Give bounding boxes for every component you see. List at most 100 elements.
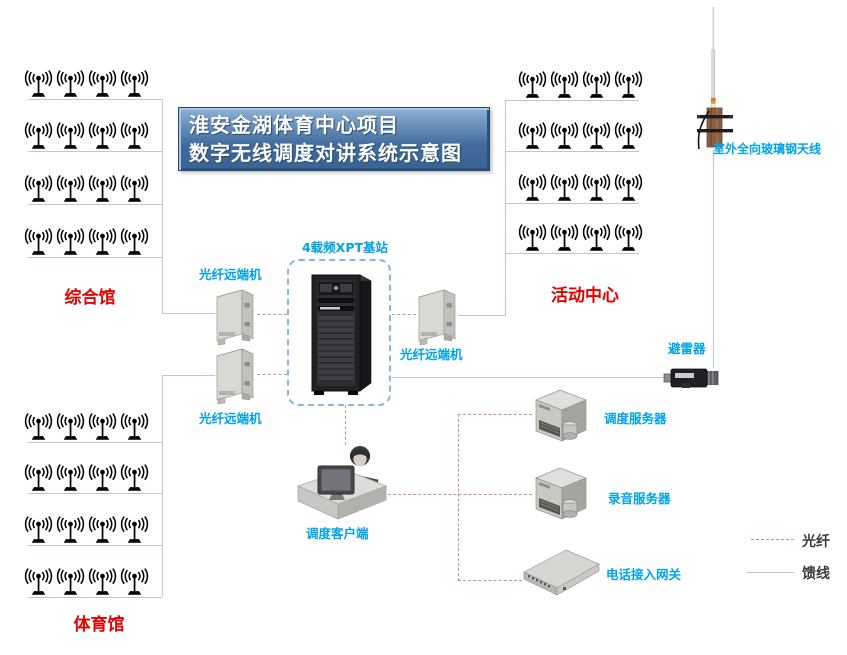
dispatch-client xyxy=(296,442,390,526)
antenna-icon xyxy=(88,413,117,441)
phone-gateway-label: 电话接入网关 xyxy=(606,567,682,582)
title-line-2: 数字无线调度对讲系统示意图 xyxy=(189,141,462,165)
antenna-icon xyxy=(614,122,643,150)
antenna-icon xyxy=(88,228,117,256)
fiber-remote-unit xyxy=(213,284,257,350)
fiber-remote-unit xyxy=(415,284,459,350)
antenna-icon xyxy=(88,464,117,492)
antenna-icon xyxy=(582,174,611,202)
antenna-row xyxy=(517,174,644,203)
dispatch-server xyxy=(530,384,594,446)
antenna-icon xyxy=(120,516,149,544)
antenna-grid-zonghe xyxy=(23,69,153,259)
antenna-row xyxy=(517,122,644,151)
phone-gateway xyxy=(520,546,602,600)
feeder-line xyxy=(505,203,639,204)
antenna-row xyxy=(23,516,150,545)
recording-server xyxy=(530,462,594,524)
antenna-icon xyxy=(614,174,643,202)
fiber-line xyxy=(392,314,416,315)
antenna-icon xyxy=(120,568,149,596)
fiber-line xyxy=(345,405,346,445)
feeder-main xyxy=(392,377,665,378)
fiber-line xyxy=(458,414,459,581)
antenna-icon xyxy=(614,224,643,252)
title-line-1: 淮安金湖体育中心项目 xyxy=(189,113,399,137)
fiber-remote-unit xyxy=(213,343,257,409)
feeder-trunk xyxy=(162,375,163,597)
feeder-line xyxy=(458,315,506,316)
antenna-icon xyxy=(56,122,85,150)
antenna-icon xyxy=(518,71,547,99)
antenna-row xyxy=(23,413,150,442)
antenna-icon xyxy=(56,568,85,596)
antenna-grid-huodong xyxy=(517,69,647,255)
antenna-icon xyxy=(518,224,547,252)
feeder-line xyxy=(162,313,215,314)
server-rack xyxy=(306,270,376,400)
feeder-trunk xyxy=(162,99,163,314)
dispatch-client-label: 调度客户端 xyxy=(306,526,369,541)
antenna-icon xyxy=(56,413,85,441)
antenna-row xyxy=(517,224,644,253)
antenna-icon xyxy=(56,175,85,203)
legend-feeder-label: 馈线 xyxy=(802,566,830,582)
antenna-icon xyxy=(24,122,53,150)
antenna-icon xyxy=(518,174,547,202)
antenna-icon xyxy=(56,464,85,492)
antenna-grid-tiyu xyxy=(23,412,153,599)
fiber-line xyxy=(388,494,532,495)
antenna-icon xyxy=(582,122,611,150)
antenna-icon xyxy=(120,228,149,256)
antenna-row xyxy=(517,71,644,100)
fiber-unit-label-bottom-left: 光纤远端机 xyxy=(199,411,262,426)
antenna-icon xyxy=(550,122,579,150)
base-station-label: 4载频XPT基站 xyxy=(301,240,389,255)
antenna-row xyxy=(23,175,150,204)
fiber-unit-label-top-left: 光纤远端机 xyxy=(199,267,262,282)
antenna-icon xyxy=(550,174,579,202)
feeder-line xyxy=(28,597,162,598)
antenna-icon xyxy=(120,464,149,492)
antenna-row xyxy=(23,568,150,597)
antenna-icon xyxy=(88,568,117,596)
fiber-unit-label-right: 光纤远端机 xyxy=(400,347,463,362)
antenna-icon xyxy=(88,175,117,203)
arrester-label: 避雷器 xyxy=(668,341,706,356)
antenna-icon xyxy=(550,71,579,99)
feeder-line xyxy=(505,100,639,101)
antenna-icon xyxy=(24,228,53,256)
antenna-icon xyxy=(24,516,53,544)
base-station-box xyxy=(287,259,391,406)
antenna-row xyxy=(23,228,150,257)
feeder-line xyxy=(28,99,162,100)
antenna-icon xyxy=(120,70,149,98)
antenna-icon xyxy=(24,568,53,596)
feeder-line xyxy=(28,204,162,205)
outdoor-antenna-label: 室外全向玻璃钢天线 xyxy=(713,142,822,156)
fiber-line xyxy=(257,314,287,315)
outdoor-antenna xyxy=(688,5,752,155)
feeder-line xyxy=(162,375,215,376)
title-banner: 淮安金湖体育中心项目 数字无线调度对讲系统示意图 xyxy=(178,107,490,171)
zone-label-huodong: 活动中心 xyxy=(551,286,619,306)
feeder-line xyxy=(28,151,162,152)
antenna-icon xyxy=(56,228,85,256)
dispatch-server-label: 调度服务器 xyxy=(604,411,667,426)
feeder-line xyxy=(28,493,162,494)
antenna-icon xyxy=(582,71,611,99)
antenna-icon xyxy=(88,122,117,150)
antenna-icon xyxy=(24,175,53,203)
antenna-icon xyxy=(614,71,643,99)
fiber-line xyxy=(257,374,287,375)
antenna-icon xyxy=(120,175,149,203)
feeder-line xyxy=(28,545,162,546)
fiber-line xyxy=(458,580,522,581)
recording-server-label: 录音服务器 xyxy=(608,491,671,506)
antenna-row xyxy=(23,70,150,99)
legend-fiber-line xyxy=(751,539,794,540)
antenna-icon xyxy=(550,224,579,252)
antenna-icon xyxy=(24,464,53,492)
antenna-feeder-drop xyxy=(713,150,714,368)
